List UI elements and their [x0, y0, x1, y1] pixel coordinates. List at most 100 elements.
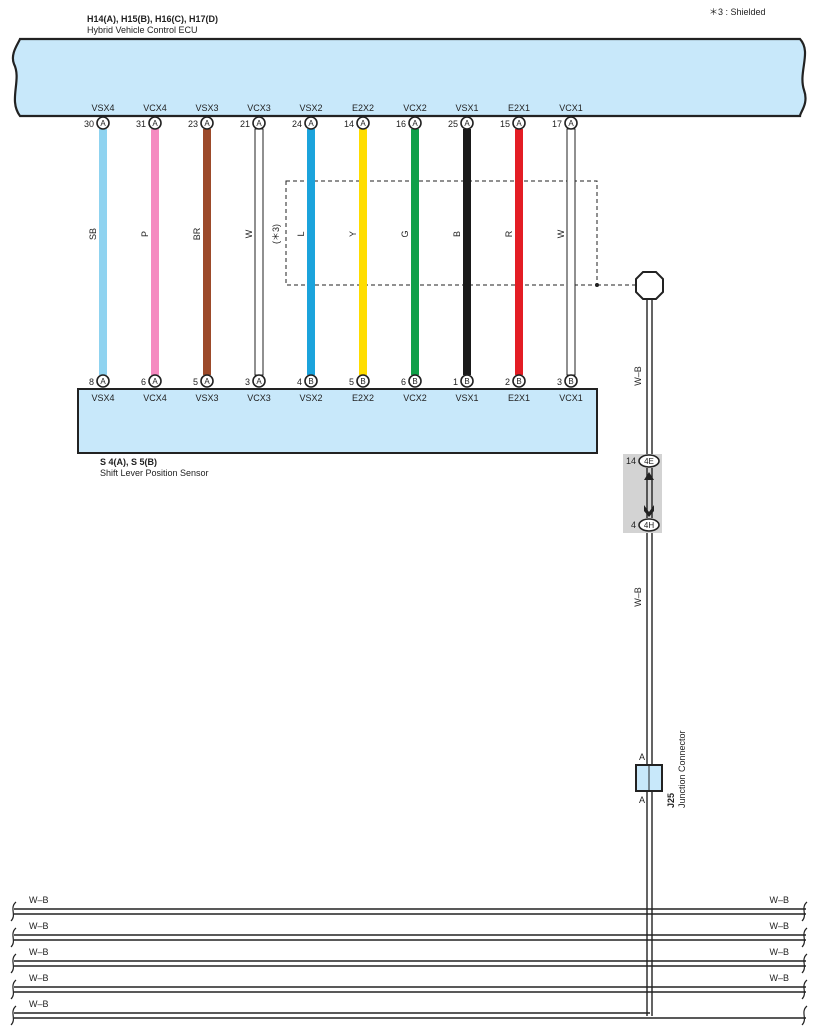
wire-color-code: L	[296, 231, 306, 236]
sensor-pin-connector	[408, 374, 422, 388]
ecu-pin-connector	[200, 116, 214, 130]
sensor-body	[77, 388, 598, 454]
wire-body	[411, 129, 419, 375]
ecu-pin-connector-letter: A	[152, 119, 158, 128]
sensor-pin-signal-label: VSX4	[91, 393, 114, 403]
sensor-pin-connector-letter: B	[360, 377, 365, 386]
bus-line-right-code: W–B	[769, 921, 789, 931]
wire-body	[463, 129, 471, 375]
sensor-pin-signal-label: VSX1	[455, 393, 478, 403]
connector-4e	[638, 454, 660, 468]
connector-4h-pin: 4	[631, 520, 636, 530]
wire-color-code: BR	[192, 227, 202, 240]
connector-4h-label: 4H	[644, 521, 654, 530]
bus-break-mark-left	[10, 953, 17, 974]
junction-id-label: J25	[666, 793, 676, 808]
sensor-pin-connector-letter: A	[204, 377, 210, 386]
wire-body	[359, 129, 367, 375]
connector-4e-pin: 14	[626, 456, 636, 466]
bus-line-left-code: W–B	[29, 921, 49, 931]
ecu-pin-connector-letter: A	[100, 119, 106, 128]
ecu-pin-connector	[564, 116, 578, 130]
ecu-pin-number: 24	[292, 119, 302, 129]
wire-body	[307, 129, 315, 375]
ecu-pin-connector	[460, 116, 474, 130]
ecu-pin-connector-letter: A	[308, 119, 314, 128]
sensor-pin-connector-letter: B	[516, 377, 521, 386]
bus-line-right-code: W–B	[769, 895, 789, 905]
sensor-pin-signal-label: VCX2	[403, 393, 427, 403]
wire-body	[151, 129, 159, 375]
sensor-pin-number: 6	[401, 377, 406, 387]
ecu-pin-signal-label: VCX4	[143, 103, 167, 113]
sensor-pin-number: 5	[349, 377, 354, 387]
sensor-pin-connector-letter: A	[100, 377, 106, 386]
sensor-pin-connector-letter: B	[308, 377, 313, 386]
ecu-pin-signal-label: E2X2	[352, 103, 374, 113]
bus-break-mark-left	[10, 1005, 17, 1026]
ecu-pin-connector	[252, 116, 266, 130]
wire-color-code: P	[140, 231, 150, 237]
wire-body	[254, 128, 264, 376]
sensor-pin-connector	[200, 374, 214, 388]
wire-color-code: W	[244, 229, 254, 238]
sensor-pin-number: 6	[141, 377, 146, 387]
ecu-pin-signal-label: E2X1	[508, 103, 530, 113]
wire-body	[99, 129, 107, 375]
junction-name-label: Junction Connector	[677, 730, 687, 808]
ecu-pin-number: 31	[136, 119, 146, 129]
shield-drain-junction	[595, 283, 599, 287]
bus-break-mark-right	[801, 901, 808, 922]
ecu-pin-connector	[512, 116, 526, 130]
sensor-pin-number: 5	[193, 377, 198, 387]
ecu-pin-signal-label: VCX3	[247, 103, 271, 113]
bus-break-mark-left	[10, 901, 17, 922]
ecu-pin-number: 15	[500, 119, 510, 129]
sensor-pin-connector	[512, 374, 526, 388]
ecu-pin-signal-label: VSX2	[299, 103, 322, 113]
bus-break-mark-left	[10, 927, 17, 948]
ecu-pin-connector	[304, 116, 318, 130]
sensor-pin-connector-letter: B	[568, 377, 573, 386]
ecu-pin-number: 21	[240, 119, 250, 129]
ecu-body	[11, 37, 807, 118]
ecu-pin-signal-label: VSX1	[455, 103, 478, 113]
connector-4h	[638, 518, 660, 532]
sensor-pin-connector	[252, 374, 266, 388]
shield-box	[285, 180, 598, 286]
sensor-pin-connector-letter: A	[152, 377, 158, 386]
ecu-pin-connector-letter: A	[360, 119, 366, 128]
bus-line-left-code: W–B	[29, 895, 49, 905]
ecu-pin-connector-letter: A	[568, 119, 574, 128]
shield-marker-label: (＊3)	[271, 224, 281, 244]
wire-body	[566, 128, 576, 376]
ground-wire	[646, 299, 653, 1016]
bus-line-left-code: W–B	[29, 999, 49, 1009]
sensor-pin-number: 4	[297, 377, 302, 387]
ecu-pin-connector-letter: A	[256, 119, 262, 128]
ecu-pin-connector-letter: A	[516, 119, 522, 128]
bus-line-right-code: W–B	[769, 947, 789, 957]
sensor-pin-connector	[304, 374, 318, 388]
sensor-pin-number: 3	[557, 377, 562, 387]
bus-break-mark-right	[801, 979, 808, 1000]
ecu-pin-signal-label: VSX4	[91, 103, 114, 113]
bus-line: W–B W–B	[10, 921, 808, 948]
bus-break-mark-right	[801, 927, 808, 948]
bus-break-mark-right	[801, 953, 808, 974]
wire-color-code: G	[400, 230, 410, 237]
bus-line-left-code: W–B	[29, 973, 49, 983]
sensor-pin-number: 8	[89, 377, 94, 387]
connector-4e-arrow-icon	[644, 472, 654, 480]
sensor-pin-connector-letter: B	[464, 377, 469, 386]
ecu-pin-connector-letter: A	[464, 119, 470, 128]
ecu-name-label: Hybrid Vehicle Control ECU	[87, 25, 198, 35]
sensor-pin-signal-label: VCX3	[247, 393, 271, 403]
ecu-pin-number: 17	[552, 119, 562, 129]
sensor-pin-connector-letter: A	[256, 377, 262, 386]
